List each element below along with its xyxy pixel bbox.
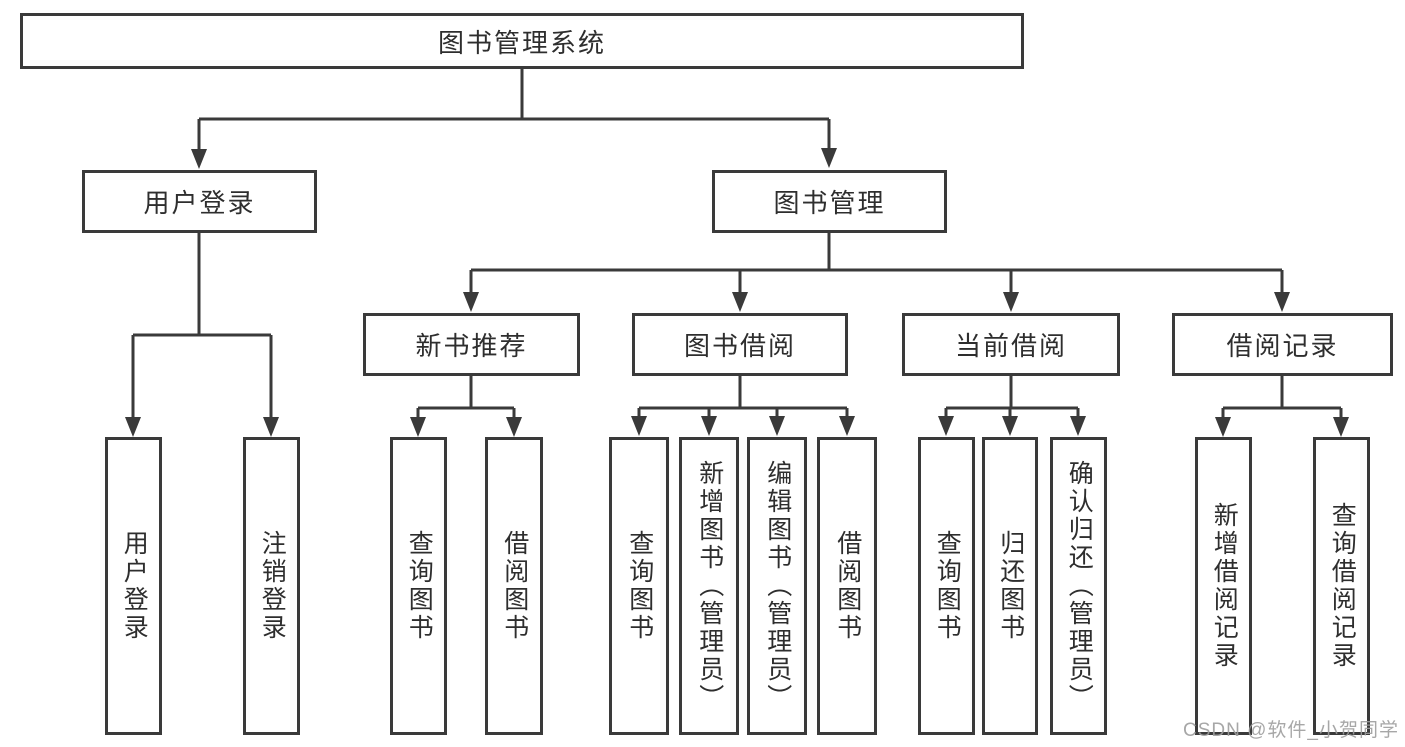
- arrowhead: [1215, 417, 1231, 437]
- arrowhead: [263, 417, 279, 437]
- leaf-label: 查询图书: [933, 530, 962, 642]
- leaf-label: 借阅图书: [500, 530, 529, 642]
- arrowhead: [769, 416, 785, 436]
- leaf-logout: 注销登录: [243, 437, 300, 735]
- leaf-newbook-borrow-books: 借阅图书: [485, 437, 543, 735]
- arrowhead: [839, 416, 855, 436]
- connector-root-to-level2: [197, 68, 831, 151]
- arrowhead: [1070, 416, 1086, 436]
- arrowhead: [506, 417, 522, 437]
- leaf-label: 确认归还（管理员）: [1065, 460, 1094, 712]
- leaf-label: 注销登录: [258, 530, 287, 642]
- leaf-add-book-admin: 新增图书（管理员）: [679, 437, 739, 735]
- arrowhead: [410, 417, 426, 437]
- leaf-borrow-query-books: 查询图书: [609, 437, 669, 735]
- node-book-borrowing: 图书借阅: [632, 313, 848, 376]
- connector-borrow-record-children: [1221, 376, 1343, 419]
- leaf-label: 编辑图书（管理员）: [763, 460, 792, 712]
- leaf-current-query-books: 查询图书: [918, 437, 975, 735]
- leaf-label: 新增借阅记录: [1210, 502, 1239, 670]
- leaf-return-books: 归还图书: [982, 437, 1038, 735]
- arrowhead: [732, 292, 748, 312]
- connector-book-management-children: [469, 233, 1284, 294]
- leaf-label: 查询图书: [405, 530, 434, 642]
- arrowhead: [701, 416, 717, 436]
- node-borrowing-records: 借阅记录: [1172, 313, 1393, 376]
- node-book-management: 图书管理: [712, 170, 947, 233]
- leaf-query-borrow-record: 查询借阅记录: [1313, 437, 1370, 735]
- arrowhead: [125, 417, 141, 437]
- leaf-add-borrow-record: 新增借阅记录: [1195, 437, 1252, 735]
- csdn-watermark: CSDN @软件_小贺同学: [1183, 720, 1399, 741]
- arrowhead: [1002, 416, 1018, 436]
- connector-current-borrow-children: [944, 376, 1080, 418]
- node-user-login: 用户登录: [82, 170, 317, 233]
- node-new-book-recommendation: 新书推荐: [363, 313, 580, 376]
- connector-user-login-children: [131, 233, 273, 419]
- arrowhead: [191, 149, 207, 169]
- leaf-confirm-return-admin: 确认归还（管理员）: [1050, 437, 1107, 735]
- leaf-label: 归还图书: [996, 530, 1025, 642]
- connector-book-borrow-children: [637, 376, 849, 418]
- node-library-management-system: 图书管理系统: [20, 13, 1024, 69]
- leaf-edit-book-admin: 编辑图书（管理员）: [747, 437, 807, 735]
- leaf-user-login: 用户登录: [105, 437, 162, 735]
- leaf-label: 新增图书（管理员）: [695, 460, 724, 712]
- leaf-label: 查询借阅记录: [1328, 502, 1357, 670]
- leaf-label: 用户登录: [120, 530, 149, 642]
- arrowhead: [1003, 292, 1019, 312]
- leaf-label: 查询图书: [625, 530, 654, 642]
- arrowhead: [1333, 417, 1349, 437]
- leaf-label: 借阅图书: [833, 530, 862, 642]
- arrowhead: [463, 292, 479, 312]
- arrowhead: [938, 416, 954, 436]
- arrowhead: [1274, 292, 1290, 312]
- leaf-borrow-borrow-books: 借阅图书: [817, 437, 877, 735]
- arrowhead: [821, 148, 837, 168]
- node-current-borrowing: 当前借阅: [902, 313, 1120, 376]
- leaf-newbook-query-books: 查询图书: [390, 437, 447, 735]
- connector-new-book-children: [416, 376, 516, 419]
- arrowhead: [631, 416, 647, 436]
